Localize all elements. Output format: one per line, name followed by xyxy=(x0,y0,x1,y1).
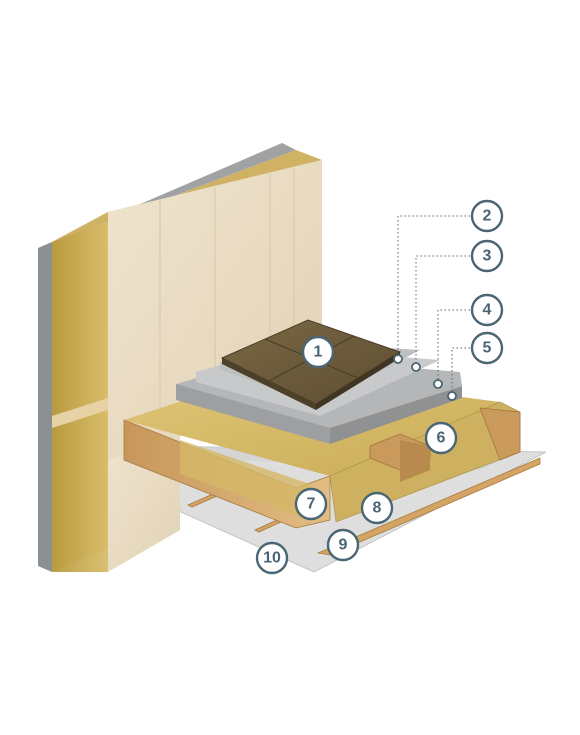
callout-label: 3 xyxy=(483,248,492,265)
leader-dot xyxy=(411,362,421,372)
callout-label: 1 xyxy=(314,344,323,361)
callout-4: 4 xyxy=(470,293,504,327)
callout-6: 6 xyxy=(424,421,458,455)
leader-dot xyxy=(433,379,443,389)
callout-8: 8 xyxy=(360,491,394,525)
callout-label: 7 xyxy=(307,496,316,513)
callout-label: 9 xyxy=(339,537,348,554)
callout-2: 2 xyxy=(470,199,504,233)
callout-1: 1 xyxy=(301,335,335,369)
callout-3: 3 xyxy=(470,239,504,273)
callout-label: 8 xyxy=(373,500,382,517)
leader-lines xyxy=(393,215,470,401)
callout-label: 10 xyxy=(263,550,281,567)
callout-9: 9 xyxy=(326,528,360,562)
callout-label: 6 xyxy=(437,430,446,447)
leader-dot xyxy=(447,391,457,401)
wall-assembly xyxy=(38,143,322,572)
callout-label: 4 xyxy=(483,302,492,319)
callout-label: 2 xyxy=(483,208,492,225)
callout-7: 7 xyxy=(294,487,328,521)
leader-dot xyxy=(393,354,403,364)
callout-5: 5 xyxy=(470,331,504,365)
callout-10: 10 xyxy=(255,541,289,575)
callout-label: 5 xyxy=(483,340,492,357)
